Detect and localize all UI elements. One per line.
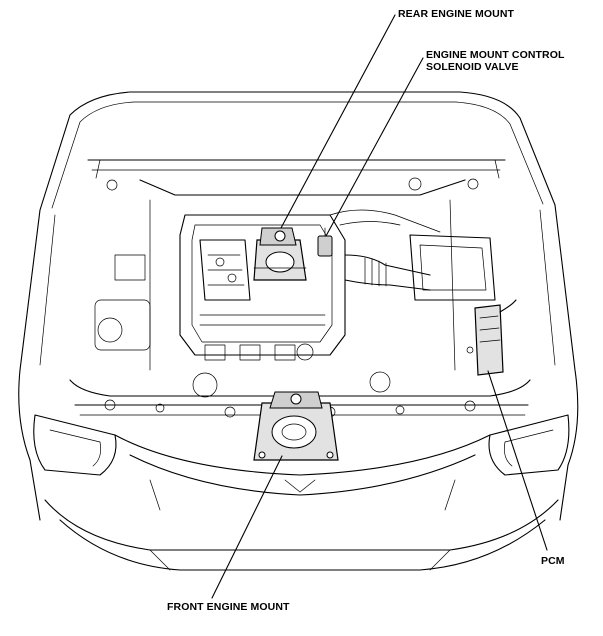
front-engine-mount-label: FRONT ENGINE MOUNT	[167, 601, 290, 613]
rear-engine-mount	[253, 227, 307, 281]
front-engine-mount	[253, 391, 339, 461]
leader-solenoid-valve	[325, 57, 424, 237]
leader-lines	[211, 14, 548, 599]
front-bumper	[33, 414, 570, 571]
pcm-unit	[466, 299, 517, 376]
car-body-outline	[18, 91, 579, 521]
leader-front-engine-mount	[211, 455, 283, 599]
solenoid-valve	[317, 227, 333, 257]
engine-block	[179, 209, 496, 361]
solenoid-valve-label-line1: ENGINE MOUNT CONTROL	[426, 49, 565, 61]
leader-pcm	[487, 370, 548, 551]
rear-engine-mount-label: REAR ENGINE MOUNT	[398, 8, 515, 20]
leader-rear-engine-mount	[280, 14, 396, 229]
solenoid-valve-label-line2: SOLENOID VALVE	[426, 61, 519, 73]
pcm-label: PCM	[541, 555, 565, 567]
